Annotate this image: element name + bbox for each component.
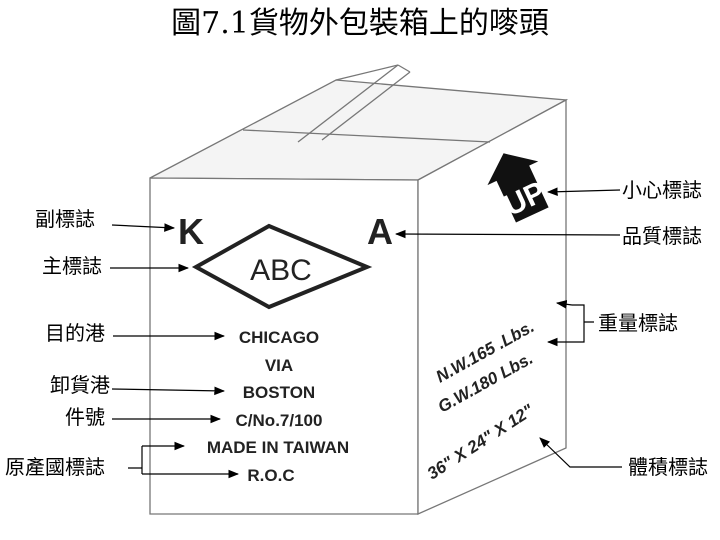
main-mark-text: ABC — [250, 254, 312, 287]
destination-text: CHICAGO — [239, 328, 319, 347]
arrow-care-mark — [546, 187, 621, 197]
case-number-text: C/No.7/100 — [236, 411, 323, 430]
volume-mark-label: 體積標誌 — [628, 455, 708, 479]
figure-title: 圖7.1貨物外包裝箱上的嘜頭 — [171, 6, 549, 41]
origin-mark-label: 原產國標誌 — [5, 455, 105, 479]
quality-mark-letter: A — [367, 211, 393, 252]
care-mark-label: 小心標誌 — [622, 178, 702, 202]
made-in-text: MADE IN TAIWAN — [207, 438, 349, 457]
arrow-net-weight — [555, 300, 573, 309]
arrow-volume-mark — [539, 437, 622, 468]
main-mark-diamond — [191, 223, 373, 310]
weight-mark-label: 重量標誌 — [598, 311, 678, 335]
arrow-sub-mark — [111, 223, 176, 232]
via-text: VIA — [265, 356, 293, 375]
case-number-label: 件號 — [65, 405, 105, 429]
main-mark-label: 主標誌 — [42, 254, 102, 278]
quality-mark-label: 品質標誌 — [622, 224, 702, 248]
sub-mark-letter: K — [178, 211, 204, 252]
destination-label: 目的港 — [45, 321, 105, 345]
country-text: R.O.C — [247, 466, 294, 485]
weight-bracket — [572, 304, 594, 343]
arrow-quality-mark — [394, 229, 621, 239]
origin-bracket — [128, 446, 143, 474]
discharge-port-label: 卸貨港 — [50, 373, 110, 397]
port-text: BOSTON — [243, 383, 315, 402]
leader-lines — [110, 187, 622, 479]
sub-mark-label: 副標誌 — [35, 207, 95, 231]
arrow-discharge-port — [111, 386, 226, 396]
